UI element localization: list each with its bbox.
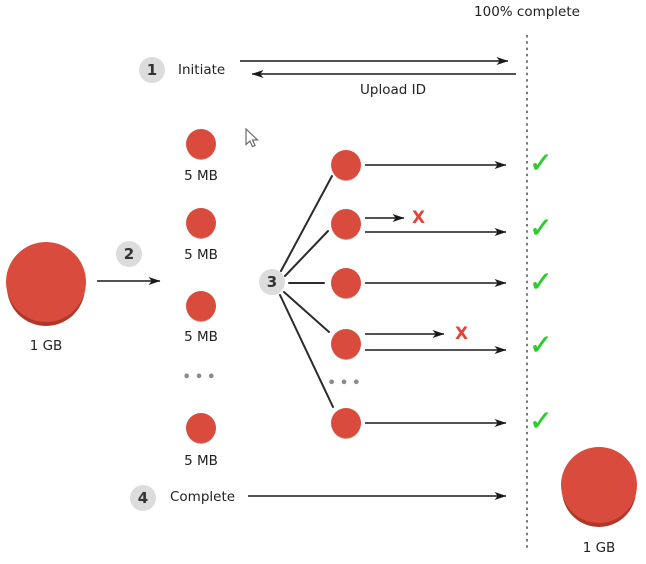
step-4-label: Complete [170, 489, 236, 505]
part-circle-2 [186, 208, 216, 238]
fan-line-5 [279, 294, 334, 408]
source-object-circle [6, 242, 86, 322]
part-size-label-3: 5 MB [184, 329, 218, 345]
failed-attempt-x-2: X [412, 208, 426, 228]
part-size-label-1: 5 MB [184, 168, 218, 184]
step-1-label: Initiate [178, 62, 226, 78]
fan-line-2 [284, 230, 329, 277]
part-circle-1 [186, 129, 216, 159]
success-check-4: ✓ [529, 328, 553, 361]
success-check-1: ✓ [529, 146, 553, 179]
part-size-label-4: 5 MB [184, 453, 218, 469]
mouse-cursor-icon [245, 127, 259, 148]
parts-ellipsis: ••• [182, 370, 220, 385]
uploading-part-circle-4 [331, 329, 361, 359]
part-circle-3 [186, 291, 216, 321]
uploading-parts-ellipsis: ••• [327, 376, 365, 391]
step-3-badge: 3 [259, 269, 285, 295]
step-4-badge: 4 [130, 485, 156, 511]
fan-line-1 [280, 175, 333, 272]
uploading-part-circle-1 [331, 150, 361, 180]
uploading-part-circle-2 [331, 209, 361, 239]
uploading-part-circle-3 [331, 268, 361, 298]
failed-attempt-x-4: X [455, 324, 469, 344]
complete-percent-label: 100% complete [474, 4, 580, 20]
uploading-part-circle-5 [331, 408, 361, 438]
source-object-size-label: 1 GB [29, 338, 63, 354]
success-check-2: ✓ [529, 211, 553, 244]
success-check-5: ✓ [529, 404, 553, 437]
step-1-badge: 1 [139, 57, 165, 83]
success-check-3: ✓ [529, 265, 553, 298]
result-object-circle [561, 447, 637, 523]
result-object-size-label: 1 GB [582, 540, 616, 556]
step-2-badge: 2 [116, 241, 142, 267]
upload-id-label: Upload ID [360, 82, 426, 98]
part-size-label-2: 5 MB [184, 247, 218, 263]
part-circle-4 [186, 413, 216, 443]
fan-line-4 [283, 291, 330, 333]
